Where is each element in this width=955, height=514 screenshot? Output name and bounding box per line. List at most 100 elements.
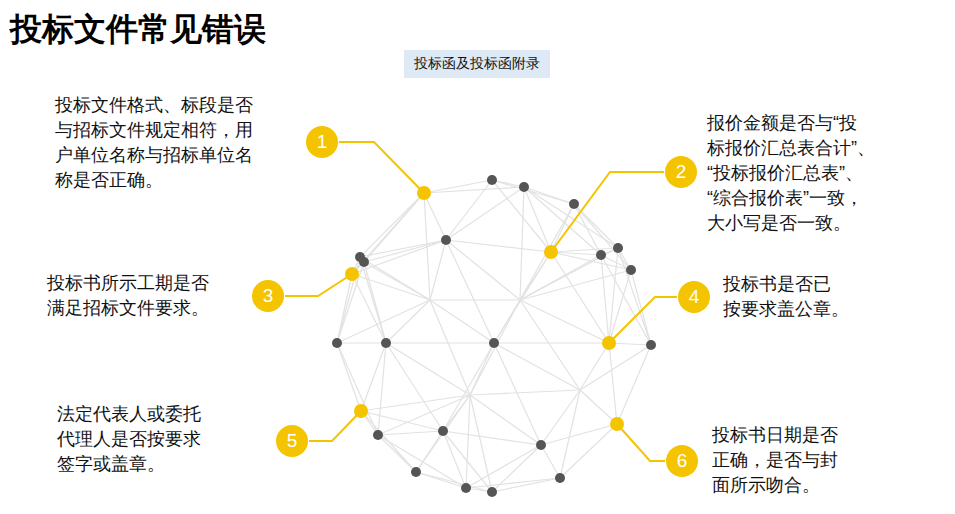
mesh-line <box>424 193 446 240</box>
mesh-line <box>492 478 560 492</box>
mesh-line <box>386 300 430 343</box>
mesh-line <box>446 240 551 252</box>
mesh-line <box>360 257 430 300</box>
mesh-line <box>574 204 601 255</box>
mesh-line <box>580 390 617 424</box>
callout-text: 投标书日期是否 正确，是否与封 面所示吻合。 <box>712 423 872 498</box>
callout-circles <box>252 126 710 477</box>
mesh-line <box>360 193 424 257</box>
mesh-dot <box>438 426 448 436</box>
mesh-line <box>352 193 424 274</box>
callout-text: 投标文件格式、标段是否 与招标文件规定相符，用 户单位名称与招标单位名 称是否正… <box>55 93 280 193</box>
page-title: 投标文件常见错误 <box>10 8 266 52</box>
mesh-dot <box>487 175 497 185</box>
mesh-line <box>601 255 651 345</box>
callout-text: 报价金额是否与“投 标报价汇总表合计”、 “投标报价汇总表”、 “综合报价表”一… <box>707 111 907 236</box>
mesh-line <box>580 343 609 390</box>
mesh-line <box>430 300 470 395</box>
mesh-line <box>424 187 524 193</box>
mesh-dot <box>461 483 471 493</box>
mesh-line <box>520 300 609 343</box>
callout-number: 1 <box>305 125 339 159</box>
mesh-line <box>430 299 520 300</box>
mesh-dot <box>355 252 365 262</box>
mesh-line <box>352 274 430 300</box>
mesh-line <box>494 343 580 390</box>
mesh-dot <box>381 338 391 348</box>
mesh-line <box>361 411 443 431</box>
callout-text: 投标书所示工期是否 满足招标文件要求。 <box>47 271 247 321</box>
mesh-line <box>470 390 580 395</box>
mesh-line <box>466 478 560 488</box>
mesh-line <box>446 240 520 300</box>
mesh-line <box>378 431 443 435</box>
mesh-line <box>541 445 560 478</box>
mesh-line <box>360 240 446 257</box>
mesh-dot <box>519 182 529 192</box>
mesh-line <box>524 187 574 204</box>
callout-number: 3 <box>251 279 285 313</box>
mesh-line <box>580 345 651 390</box>
mesh-line <box>416 472 492 492</box>
mesh-line <box>466 395 470 488</box>
section-tag: 投标函及投标函附录 <box>404 50 550 78</box>
mesh-line <box>337 342 386 343</box>
mesh-line <box>352 274 386 343</box>
mesh-line <box>470 395 541 445</box>
mesh-line <box>361 343 386 411</box>
mesh-line <box>386 342 494 343</box>
mesh-line <box>560 424 617 478</box>
mesh-dot <box>555 473 565 483</box>
mesh-dot <box>626 265 636 275</box>
mesh-line <box>337 343 378 435</box>
mesh-line <box>494 252 551 343</box>
mesh-line <box>378 435 416 472</box>
mesh-dot <box>332 338 342 348</box>
mesh-line <box>520 270 631 300</box>
mesh-dot <box>441 235 451 245</box>
mesh-dot <box>536 440 546 450</box>
tag-text: 投标函及投标函附录 <box>414 55 540 73</box>
mesh-line <box>416 395 470 472</box>
mesh-line <box>430 240 446 300</box>
mesh-line <box>337 300 430 343</box>
mesh-line <box>386 343 443 431</box>
mesh-line <box>337 343 361 411</box>
mesh-line <box>337 257 360 343</box>
callout-number: 5 <box>275 424 309 458</box>
mesh-dot <box>569 199 579 209</box>
mesh-line <box>560 390 580 478</box>
mesh-line <box>524 187 551 252</box>
mesh-dot <box>613 243 623 253</box>
mesh-dot <box>596 250 606 260</box>
callout-number: 4 <box>677 280 711 314</box>
mesh-line <box>551 248 618 252</box>
mesh-line <box>446 187 524 240</box>
callout-text: 投标书是否已 按要求盖公章。 <box>723 272 873 322</box>
mesh-dot <box>411 467 421 477</box>
mesh-dot <box>646 340 656 350</box>
mesh-dot <box>489 338 499 348</box>
mesh-dot <box>487 487 497 497</box>
mesh-line <box>470 300 520 395</box>
mesh-line <box>337 274 352 343</box>
mesh-line <box>617 345 651 424</box>
leader-lines <box>285 142 677 461</box>
mesh-line <box>386 343 470 395</box>
mesh-line <box>364 240 446 262</box>
mesh-line <box>443 431 541 445</box>
mesh-line <box>424 193 430 300</box>
mesh-line <box>609 343 617 424</box>
mesh-line <box>378 343 386 435</box>
mesh-line <box>631 270 651 345</box>
mesh-line <box>470 395 492 492</box>
callout-text: 法定代表人或委托 代理人是否按要求 签字或盖章。 <box>57 402 237 477</box>
mesh-dot <box>373 430 383 440</box>
mesh-line <box>520 300 580 390</box>
mesh-line <box>520 187 524 300</box>
callout-number: 2 <box>664 155 698 189</box>
mesh-line <box>520 248 618 300</box>
mesh-line <box>494 342 609 343</box>
callout-number: 6 <box>665 444 699 478</box>
mesh-line <box>361 395 470 411</box>
